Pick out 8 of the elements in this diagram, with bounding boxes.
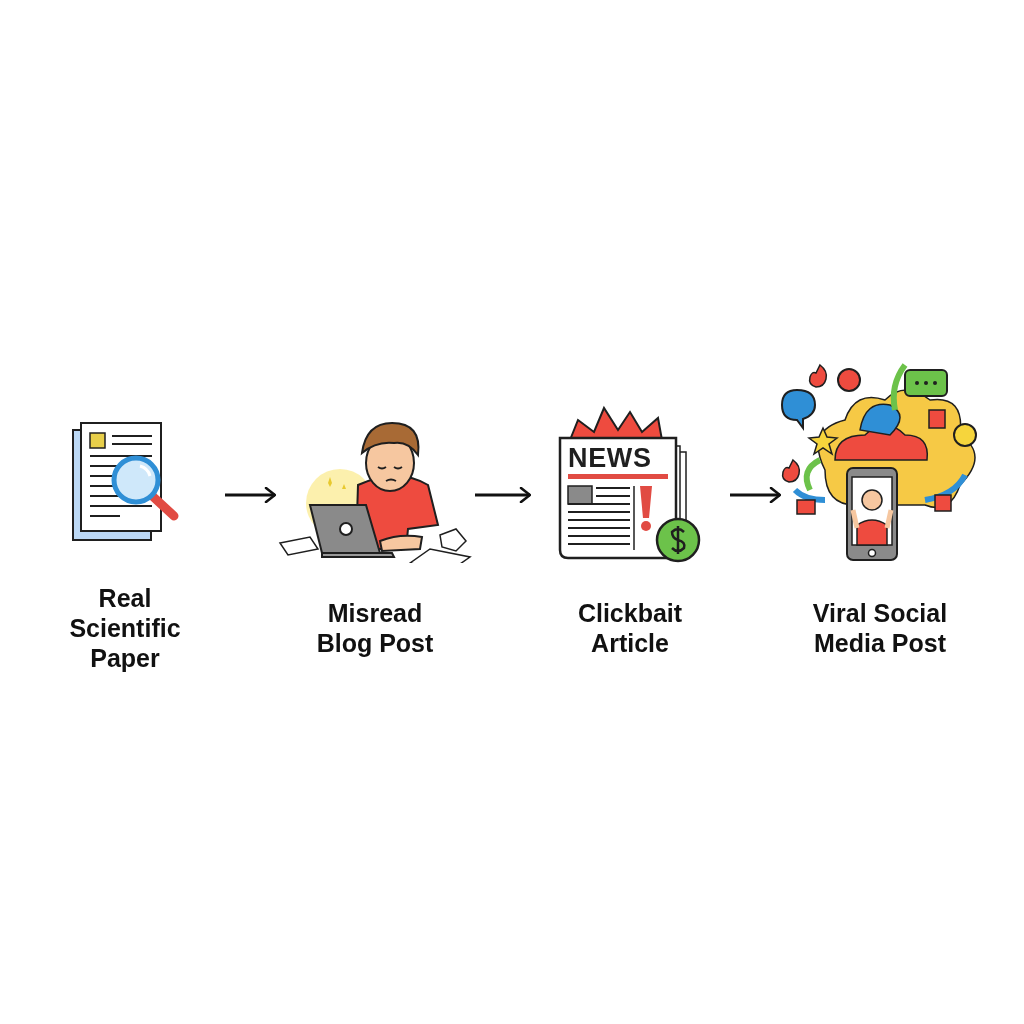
- arrow: [475, 486, 532, 504]
- newspaper-headline: NEWS: [568, 444, 652, 472]
- step-caption: Viral Social Media Post: [811, 597, 949, 658]
- step-caption: Misread Blog Post: [315, 597, 435, 658]
- arrow: [225, 486, 277, 504]
- step-caption: Real Scientific Paper: [68, 582, 182, 673]
- step-caption: Clickbait Article: [576, 597, 684, 658]
- arrow: [730, 486, 782, 504]
